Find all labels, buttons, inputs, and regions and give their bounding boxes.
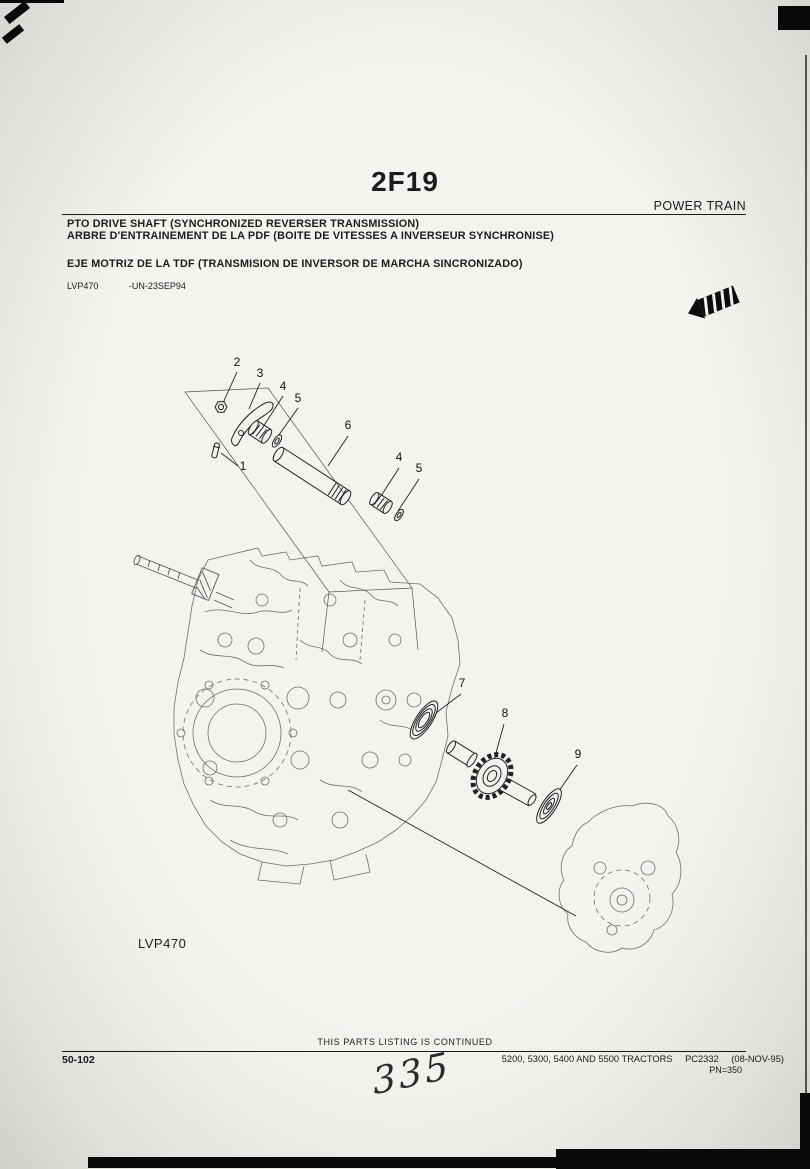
- exploded-parts: [211, 401, 562, 824]
- footer-models: 5200, 5300, 5400 AND 5500 TRACTORS: [501, 1054, 673, 1064]
- footer-model-line: 5200, 5300, 5400 AND 5500 TRACTORS PC233…: [502, 1054, 784, 1064]
- footer-rule: [62, 1051, 746, 1053]
- continued-notice: THIS PARTS LISTING IS CONTINUED: [317, 1037, 493, 1047]
- callout-leader-lines: [220, 371, 578, 917]
- footer-date: (08-NOV-95): [731, 1054, 784, 1064]
- callout-6: 6: [344, 418, 352, 432]
- scan-artifact-right-bottom-edge: [800, 1093, 810, 1169]
- figure-id: LVP470: [67, 281, 99, 291]
- figure-ref-code: -UN-23SEP94: [128, 281, 186, 291]
- title-english: PTO DRIVE SHAFT (SYNCHRONIZED REVERSER T…: [67, 218, 420, 230]
- callout-7: 7: [458, 676, 466, 690]
- scan-artifact-top-edge: [0, 0, 64, 3]
- callout-9: 9: [574, 747, 582, 761]
- scan-artifact-right-edge: [805, 55, 807, 1105]
- section-title: POWER TRAIN: [653, 199, 746, 213]
- title-french: ARBRE D'ENTRAINEMENT DE LA PDF (BOITE DE…: [67, 230, 555, 242]
- scan-artifact-bottom-right: [556, 1149, 810, 1169]
- title-spanish: EJE MOTRIZ DE LA TDF (TRANSMISION DE INV…: [67, 258, 523, 270]
- projection-box: [184, 387, 419, 653]
- callout-5b: 5: [415, 461, 423, 475]
- continued-arrow-icon: [688, 285, 740, 319]
- callout-2: 2: [233, 355, 241, 369]
- footer-part-number: PN=350: [709, 1065, 742, 1075]
- scan-artifact-bottom-bar: [88, 1157, 810, 1168]
- callout-4b: 4: [395, 450, 403, 464]
- figure-caption: LVP470: [138, 936, 187, 951]
- callout-1: 1: [239, 459, 247, 473]
- footer-doc-code: PC2332: [685, 1054, 719, 1064]
- scan-artifact-top-right: [778, 6, 810, 30]
- callout-5a: 5: [294, 391, 302, 405]
- callout-8: 8: [501, 706, 509, 720]
- header-rule: [62, 214, 746, 216]
- callout-3: 3: [256, 366, 264, 380]
- footer-page-number: 50-102: [62, 1054, 95, 1066]
- callout-4a: 4: [279, 379, 287, 393]
- transmission-housing-art: [133, 547, 682, 953]
- page-code: 2F19: [371, 166, 439, 197]
- figure-reference: LVP470 -UN-23SEP94: [67, 281, 186, 291]
